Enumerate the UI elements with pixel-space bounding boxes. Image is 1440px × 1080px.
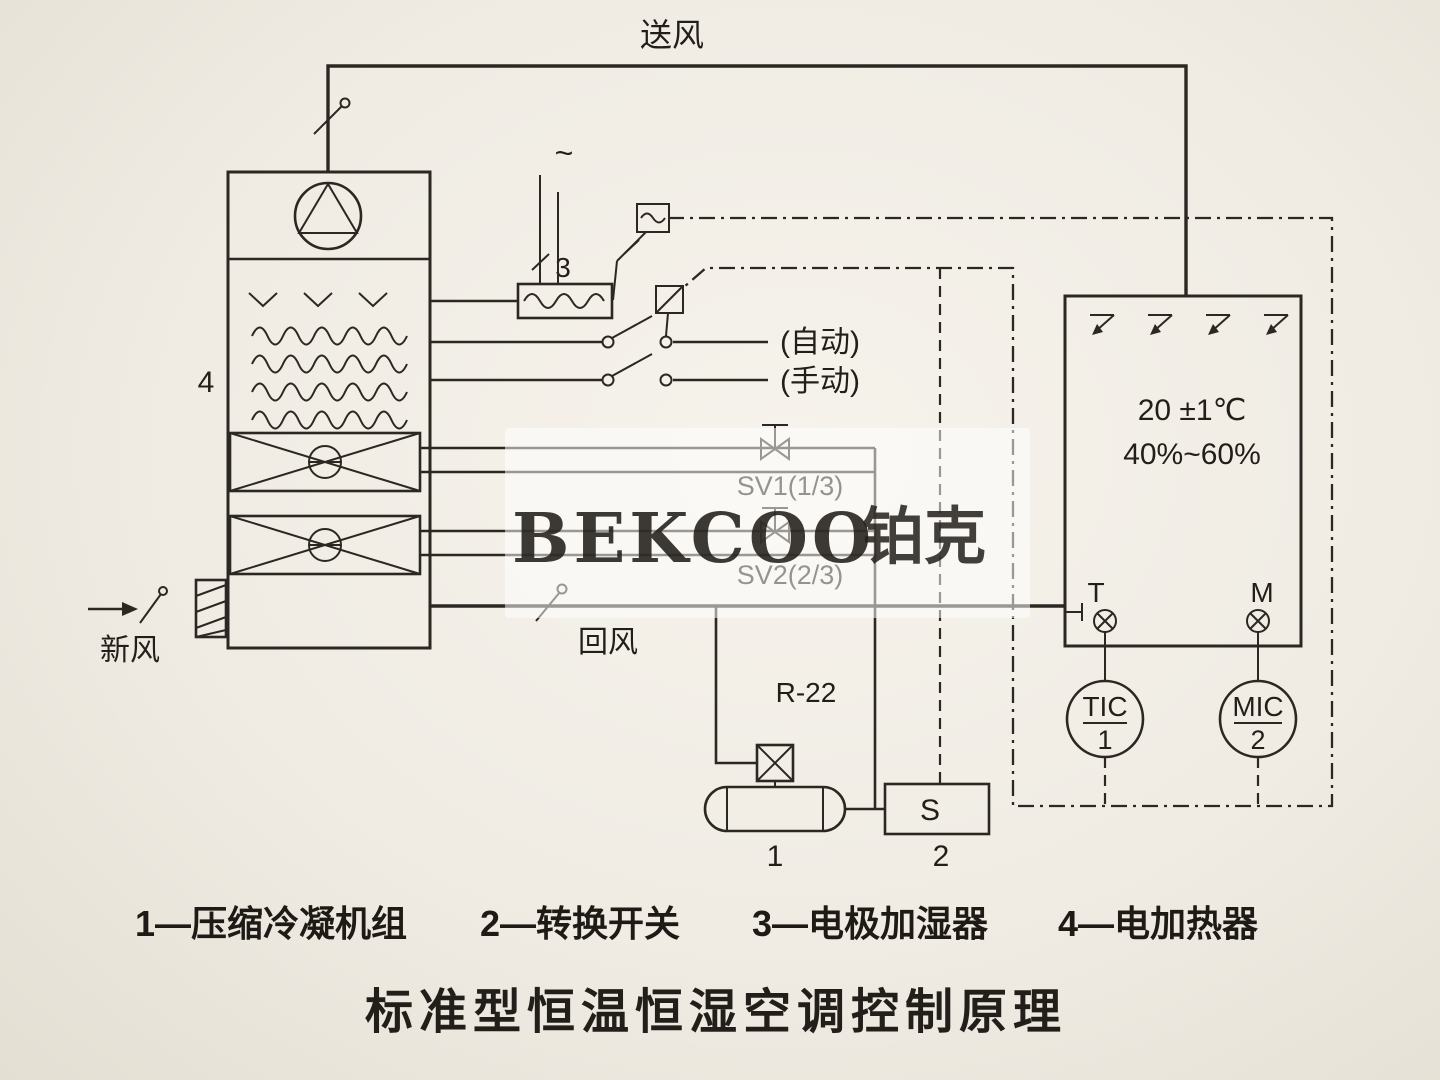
humidifier-box xyxy=(516,282,614,320)
heater-number-label: 4 xyxy=(198,366,215,399)
selector-box xyxy=(883,782,991,836)
steam-valve-icon xyxy=(531,253,550,271)
refrigerant-label: R-22 xyxy=(776,677,837,708)
switch-blade-icon xyxy=(611,315,653,339)
humidifier-element-icon xyxy=(523,293,605,309)
heater-coil-icon xyxy=(251,410,408,430)
watermark: BEKCOO 铂克 xyxy=(505,428,1030,618)
fresh-air-damper-handle-icon xyxy=(158,586,168,596)
spray-mark-icon xyxy=(303,292,333,308)
diffuser-arrows xyxy=(1090,314,1289,335)
fan-blade-icon xyxy=(297,182,359,234)
contact-terminal-icon xyxy=(601,373,615,387)
mic-number-label: 2 xyxy=(1250,725,1265,755)
electrode-humidifier: 3 ~ xyxy=(430,135,614,320)
watermark-brand-latin: BEKCOO xyxy=(512,499,875,579)
relay-drop-line xyxy=(665,312,669,337)
watermark-brand-cjk: 铂克 xyxy=(862,503,986,572)
selector-number-label: 2 xyxy=(933,840,950,873)
humidity-sensor-label: M xyxy=(1250,577,1273,608)
tic-label: TIC xyxy=(1082,691,1127,722)
filter-hatch-icon xyxy=(195,616,227,629)
contact-terminal-icon xyxy=(601,335,615,349)
conditioned-room: 20 ±1℃ 40%~60% T M xyxy=(1063,294,1303,648)
filter-hatch-icon xyxy=(195,629,227,638)
diffuser-arrowhead-icon xyxy=(1092,324,1103,335)
steam-outlet-label: ~ xyxy=(555,135,574,171)
temp-sensor-label: T xyxy=(1087,577,1104,608)
fan-icon xyxy=(293,181,363,251)
supply-air-duct: 送风 xyxy=(313,17,1188,296)
heater-coil-icon xyxy=(251,354,408,374)
diffuser-arrowhead-icon xyxy=(1150,324,1161,335)
contact-terminal-icon xyxy=(659,335,673,349)
auto-mode-label: (自动) xyxy=(780,326,860,359)
filter-hatch-icon xyxy=(195,600,227,613)
compressor-number-label: 1 xyxy=(767,840,784,873)
spray-mark-icon xyxy=(248,292,278,308)
legend-item-humidifier: 3—电极加湿器 xyxy=(752,903,989,944)
mic-label: MIC xyxy=(1232,691,1283,722)
manual-mode-label: (手动) xyxy=(780,365,860,398)
room-temperature-label: 20 ±1℃ xyxy=(1138,394,1247,427)
filter-hatch-icon xyxy=(195,584,227,597)
relay-diagonal-icon xyxy=(655,285,684,314)
diffuser-arrowhead-icon xyxy=(1208,324,1219,335)
supply-air-label: 送风 xyxy=(640,17,704,53)
supply-damper-icon xyxy=(313,105,343,135)
supply-duct-line xyxy=(326,64,1188,296)
watermark-panel xyxy=(505,428,1030,618)
contact-terminal-icon xyxy=(659,373,673,387)
air-handler-cabinet: 4 xyxy=(198,170,432,650)
legend-row: 1—压缩冷凝机组 2—转换开关 3—电极加湿器 4—电加热器 xyxy=(135,903,1259,944)
heater-coil-icon xyxy=(251,326,408,346)
relay-box xyxy=(655,285,684,314)
supply-damper-handle-icon xyxy=(339,97,351,109)
humidifier-number-label: 3 xyxy=(555,252,571,283)
changeover-switch: (自动) (手动) xyxy=(430,203,860,398)
return-air-label: 回风 xyxy=(578,626,638,659)
compressor-condenser-unit: R-22 1 S 2 xyxy=(703,268,991,873)
diffuser-arrowhead-icon xyxy=(1266,324,1277,335)
tic-number-label: 1 xyxy=(1097,725,1112,755)
fresh-air-damper-icon xyxy=(139,593,162,624)
cabinet-outline xyxy=(226,170,432,650)
power-drop-line xyxy=(612,260,618,301)
suction-pipe xyxy=(714,606,757,765)
temp-sensor-cross-icon xyxy=(1096,612,1114,630)
legend-item-switch: 2—转换开关 xyxy=(480,903,680,944)
room-humidity-label: 40%~60% xyxy=(1123,438,1261,471)
control-signal-loop xyxy=(668,216,1334,808)
legend-item-compressor: 1—压缩冷凝机组 xyxy=(135,903,407,944)
heater-coil-icon xyxy=(251,382,408,402)
selector-box-label: S xyxy=(920,794,940,827)
evaporator-box-2 xyxy=(228,514,422,576)
power-tick-icon xyxy=(623,239,640,255)
expansion-valve-cross-icon xyxy=(756,744,794,782)
fresh-air-arrow-icon xyxy=(122,602,138,616)
legend-item-heater: 4—电加热器 xyxy=(1058,903,1259,944)
controllers: TIC 1 MIC 2 xyxy=(1065,632,1298,806)
evaporator-box-1 xyxy=(228,431,422,493)
diagram-title: 标准型恒温恒湿空调控制原理 xyxy=(365,986,1067,1039)
fresh-air-filter-box xyxy=(194,578,228,639)
ac-sine-icon xyxy=(640,212,666,224)
fresh-air-label: 新风 xyxy=(100,634,160,667)
fresh-air-inlet: 新风 xyxy=(88,578,228,667)
switch-blade-icon xyxy=(611,353,653,377)
spray-mark-icon xyxy=(358,292,388,308)
humidity-sensor-cross-icon xyxy=(1249,612,1267,630)
room-outline xyxy=(1063,294,1303,648)
